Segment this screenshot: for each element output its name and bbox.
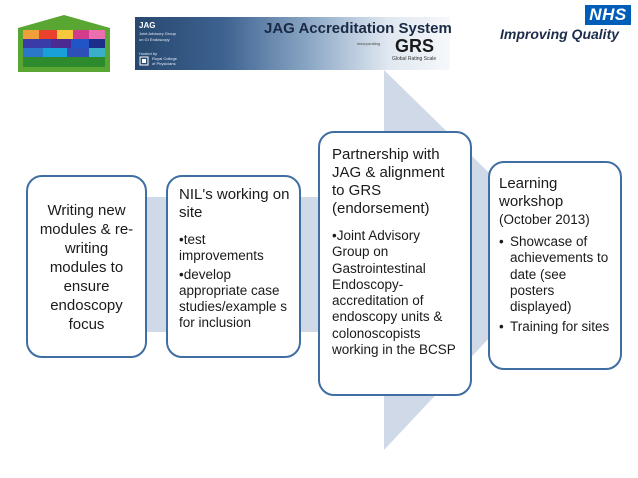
college-line-1: Royal College	[152, 56, 177, 61]
college-line-2: of Physicians	[152, 61, 176, 66]
step-4-bullet-1: • Showcase of achievements to date (see …	[499, 234, 612, 315]
step-4-bullet-2: • Training for sites	[499, 319, 612, 335]
step-1-title: Writing new modules & re-writing modules…	[39, 202, 134, 333]
bullet-dot-icon: •	[499, 234, 504, 249]
bullet-dot-icon: •	[499, 319, 504, 335]
jag-hosted-by: Hosted by	[139, 51, 158, 56]
partnership-logo	[18, 15, 110, 72]
jag-banner	[135, 17, 450, 70]
nhs-logo: NHS	[585, 5, 631, 25]
step-4-bullet-1-text: Showcase of achievements to date (see po…	[510, 234, 609, 315]
jag-mini-org: JAG	[139, 21, 156, 30]
college-crest-icon	[139, 56, 149, 66]
step-4-box: Learning workshop (October 2013) • Showc…	[488, 161, 622, 370]
jag-mini-org-full: Joint Advisory Group	[139, 31, 176, 36]
step-3-body: •Joint Advisory Group on Gastrointestina…	[332, 228, 456, 358]
jag-mini-org-sub: on GI Endoscopy	[139, 37, 170, 42]
step-3-title: Partnership with JAG & alignment to GRS …	[332, 146, 445, 217]
step-4-title: Learning workshop	[499, 175, 564, 210]
nhs-tagline: Improving Quality	[500, 26, 620, 42]
step-3-box: Partnership with JAG & alignment to GRS …	[318, 131, 472, 396]
step-2-title: NIL's working on site	[179, 186, 290, 221]
step-2-bullet-2: •develop appropriate case studies/exampl…	[179, 266, 288, 331]
step-1-box: Writing new modules & re-writing modules…	[26, 175, 147, 358]
grs-subtitle: Global Rating Scale	[392, 56, 437, 62]
step-2-box: NIL's working on site •test improvements…	[166, 175, 301, 358]
logo-roof	[18, 15, 110, 28]
grs-incorporating: incorporating	[357, 41, 381, 46]
jag-title: JAG Accreditation System	[264, 20, 452, 37]
step-2-bullet-1: •test improvements	[179, 232, 264, 264]
step-4-subtitle: (October 2013)	[499, 212, 590, 227]
step-4-bullet-2-text: Training for sites	[510, 319, 610, 335]
grs-logo-text: GRS	[395, 36, 435, 56]
